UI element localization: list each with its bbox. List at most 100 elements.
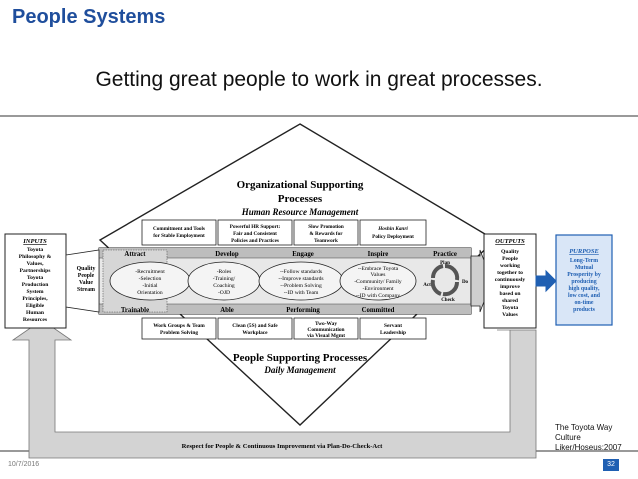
inputs-line: Philosophy & xyxy=(19,254,52,260)
stage-header-engage: Engage xyxy=(292,251,314,258)
pdca-check: Check xyxy=(441,298,455,303)
bottom-box-4-line1: Servant xyxy=(384,323,402,329)
outputs-line: Toyota xyxy=(502,305,518,311)
page-number: 32 xyxy=(603,459,619,471)
purpose-line: Prosperity by xyxy=(567,272,601,278)
engage-line3: --Problem Solving xyxy=(280,283,322,289)
inspire-line4: -Environment xyxy=(362,286,394,292)
top-box-2-line3: Policies and Practices xyxy=(231,238,279,244)
pdca-plan: Plan xyxy=(440,261,450,266)
inspire-line1: --Embrace Toyota xyxy=(358,266,399,272)
stage-footer-performing: Performing xyxy=(286,307,320,314)
bottom-box-3 xyxy=(293,317,359,340)
bottom-box-3-line2: Communication xyxy=(307,327,344,333)
stage-header-attract: Attract xyxy=(124,251,146,258)
outputs-line: together to xyxy=(497,270,523,276)
bottom-box-2-line1: Clean (5S) and Safe xyxy=(232,322,278,329)
top-box-1-line1: Commitment and Tools xyxy=(153,226,205,232)
quality-stream-arrow xyxy=(65,249,100,313)
top-box-4 xyxy=(359,219,427,246)
top-box-3-line3: Teamwork xyxy=(314,238,338,244)
bottom-box-1-line2: Problem Solving xyxy=(160,330,198,336)
inspire-line2: Values xyxy=(371,272,386,278)
feedback-label: Respect for People & Continuous Improvem… xyxy=(182,443,383,450)
stage-header-inspire: Inspire xyxy=(368,251,389,258)
top-box-3-line1: Slow Promotion xyxy=(308,224,344,230)
inputs-heading: INPUTS xyxy=(22,238,47,245)
top-box-3-line2: & Rewards for xyxy=(309,231,343,237)
inputs-line: Production xyxy=(22,282,50,288)
inputs-line: Eligible xyxy=(26,303,45,309)
bottom-box-4-line2: Leadership xyxy=(380,330,406,336)
pdca-act: Act xyxy=(423,283,431,288)
outputs-line: People xyxy=(502,256,518,262)
inputs-line: Values, xyxy=(26,261,44,267)
outputs-line: Values xyxy=(502,312,518,318)
inputs-line: System xyxy=(26,289,43,295)
purpose-line: products xyxy=(573,307,596,313)
top-box-1-line2: for Stable Employment xyxy=(153,233,205,239)
purpose-line: producing xyxy=(571,279,596,285)
bottom-box-1-line1: Work Groups & Team xyxy=(153,323,205,329)
purpose-box xyxy=(555,234,613,326)
engage-line2: --Improve standards xyxy=(278,276,323,282)
slide-title: People Systems xyxy=(12,6,166,28)
purpose-line: low cost, and xyxy=(568,293,601,299)
outputs-line: continuously xyxy=(495,277,526,283)
develop-line1: -Roles xyxy=(217,269,232,275)
outputs-line: Quality xyxy=(501,249,519,255)
purpose-line: Long-Term xyxy=(570,258,598,264)
engage-line4: --ID with Team xyxy=(284,290,319,296)
footer-date: 10/7/2016 xyxy=(8,461,40,468)
outputs-line: shared xyxy=(502,298,519,304)
purpose-heading: PURPOSE xyxy=(569,248,599,255)
slide-subtitle: Getting great people to work in great pr… xyxy=(95,68,543,91)
bottom-box-2 xyxy=(217,317,293,340)
purpose-line: high quality, xyxy=(569,286,600,292)
people-title: People Supporting Processes xyxy=(233,352,368,364)
quality-stream-line2: People xyxy=(78,273,95,279)
inputs-line: Toyota xyxy=(27,247,43,253)
credit-line2: Liker/Hoseus:2007 xyxy=(555,443,622,452)
stage-footer-committed: Committed xyxy=(362,307,395,314)
bottom-box-4 xyxy=(359,317,427,340)
quality-stream-line1: Quality xyxy=(77,266,96,272)
process-band-footer xyxy=(99,304,471,314)
engage-line1: --Follow standards xyxy=(280,269,322,275)
quality-stream-line3: Value xyxy=(79,280,93,286)
attract-line4: Orientation xyxy=(137,290,163,296)
top-box-2-line1: Powerful HR Support: xyxy=(230,224,281,230)
top-box-3 xyxy=(293,219,359,246)
inspire-line5: --ID with Company xyxy=(356,293,400,299)
develop-line4: -OJD xyxy=(218,290,230,296)
org-title-line2: Processes xyxy=(278,193,323,205)
org-subtitle: Human Resource Management xyxy=(241,207,359,217)
credit-line1: The Toyota Way Culture xyxy=(555,423,613,442)
top-box-2 xyxy=(217,219,293,246)
purpose-arrow xyxy=(535,269,557,293)
develop-line3: Coaching xyxy=(213,283,235,289)
inputs-line: Partnerships xyxy=(20,268,52,274)
attract-line1: -Recruitment xyxy=(135,269,165,275)
quality-stream-line4: Stream xyxy=(77,287,95,293)
source-credit: The Toyota Way Culture Liker/Hoseus:2007 xyxy=(555,423,638,453)
stage-footer-trainable: Trainable xyxy=(121,307,149,314)
stage-header-develop: Develop xyxy=(215,251,239,258)
inputs-line: Resources xyxy=(23,317,48,323)
stage-header-practice: Practice xyxy=(433,251,457,258)
top-box-2-line2: Fair and Consistent xyxy=(233,231,277,237)
inputs-line: Toyota xyxy=(27,275,43,281)
outputs-heading: OUTPUTS xyxy=(495,238,525,245)
org-title-line1: Organizational Supporting xyxy=(237,179,364,191)
people-subtitle: Daily Management xyxy=(263,365,336,375)
outputs-line: working xyxy=(500,263,520,269)
top-box-1 xyxy=(141,219,217,246)
outputs-line: based on xyxy=(500,291,522,297)
process-band-header xyxy=(99,248,471,258)
inspire-line3: -Community/ Family xyxy=(354,279,402,285)
attract-line3: -Initial xyxy=(142,283,158,289)
bottom-box-3-line3: via Visual Mgmt xyxy=(307,333,345,339)
stage-ellipse-inspire xyxy=(339,261,417,301)
develop-line2: -Training/ xyxy=(213,276,236,282)
purpose-line: on-time xyxy=(575,300,594,306)
